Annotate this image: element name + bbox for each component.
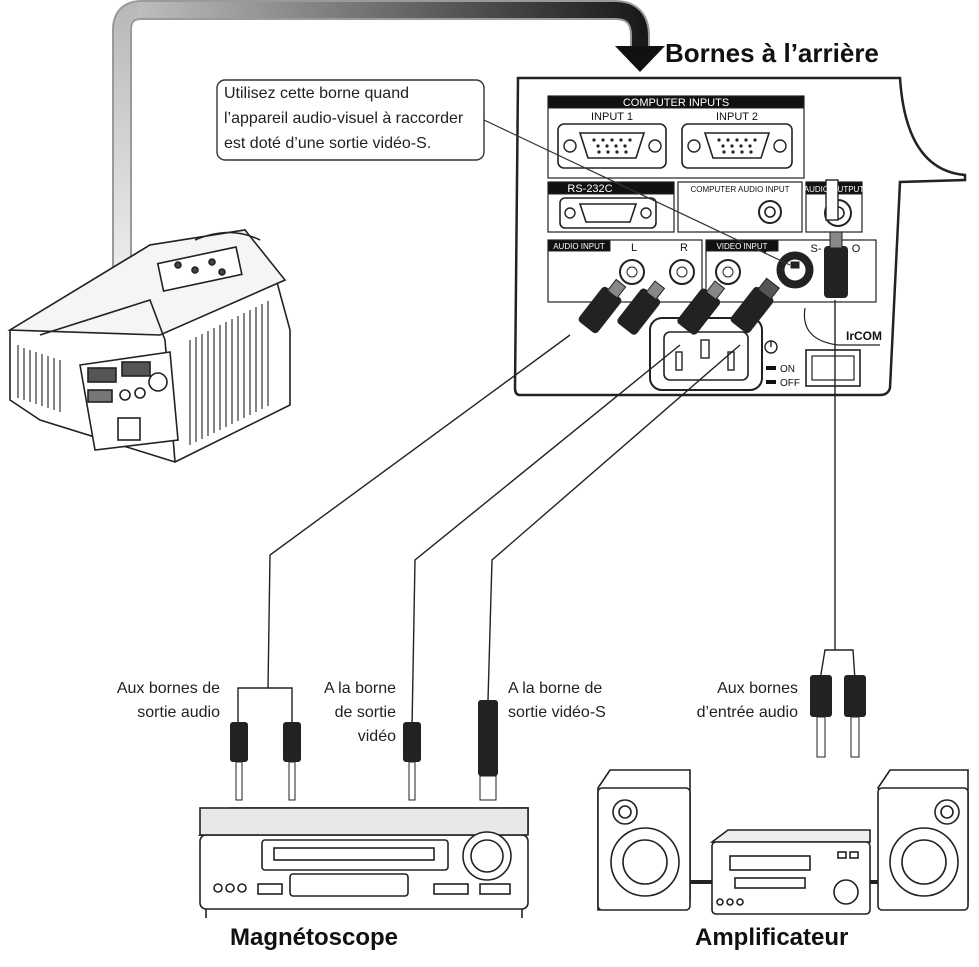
label-audio-in-2: d’entrée audio: [696, 704, 798, 721]
label-computer-inputs: COMPUTER INPUTS: [623, 97, 729, 109]
label-input-1: INPUT 1: [591, 111, 633, 123]
callout-line-1: Utilisez cette borne quand: [224, 85, 409, 102]
label-o: O: [852, 243, 861, 255]
label-ircom: IrCOM: [846, 329, 882, 343]
pointer-arrow: [112, 0, 665, 300]
rear-terminal-panel: [513, 76, 967, 397]
label-svideo-out-1: A la borne de: [508, 680, 603, 697]
vcr-device: [197, 807, 529, 918]
label-r: R: [680, 242, 688, 254]
label-input-2: INPUT 2: [716, 111, 758, 123]
label-video-out-2: de sortie: [334, 704, 396, 721]
panel-labels: COMPUTER INPUTS INPUT 1 INPUT 2 RS-232C …: [553, 97, 882, 389]
label-rs232c: RS-232C: [567, 183, 612, 195]
label-video-input: VIDEO INPUT: [716, 242, 767, 251]
label-audio-out-2: sortie audio: [137, 704, 220, 721]
vcr-label: Magnétoscope: [230, 924, 399, 951]
page-title: Bornes à l’arrière: [665, 38, 879, 68]
label-svideo-out-2: sortie vidéo-S: [508, 704, 606, 721]
label-computer-audio-input: COMPUTER AUDIO INPUT: [690, 185, 789, 194]
device-plugs: [230, 675, 866, 801]
callout-box: [216, 79, 791, 266]
label-audio-input: AUDIO INPUT: [553, 242, 605, 251]
amplifier-label: Amplificateur: [695, 924, 849, 951]
label-off: OFF: [780, 378, 800, 389]
label-on: ON: [780, 364, 795, 375]
cables: [237, 300, 856, 729]
label-s: S-: [811, 243, 822, 255]
label-l: L: [631, 242, 637, 254]
callout-line-2: l’appareil audio-visuel à raccorder: [224, 110, 464, 127]
label-video-out-1: A la borne: [323, 680, 396, 697]
label-audio-output: AUDIO OUTPUT: [804, 185, 865, 194]
label-audio-out-1: Aux bornes de: [116, 680, 220, 697]
label-audio-in-1: Aux bornes: [717, 680, 798, 697]
projector: [7, 229, 291, 463]
amplifier-system: [597, 769, 969, 915]
panel-plugs: [578, 179, 848, 335]
callout-line-3: est doté d’une sortie vidéo-S.: [224, 135, 432, 152]
label-video-out-3: vidéo: [357, 728, 396, 745]
